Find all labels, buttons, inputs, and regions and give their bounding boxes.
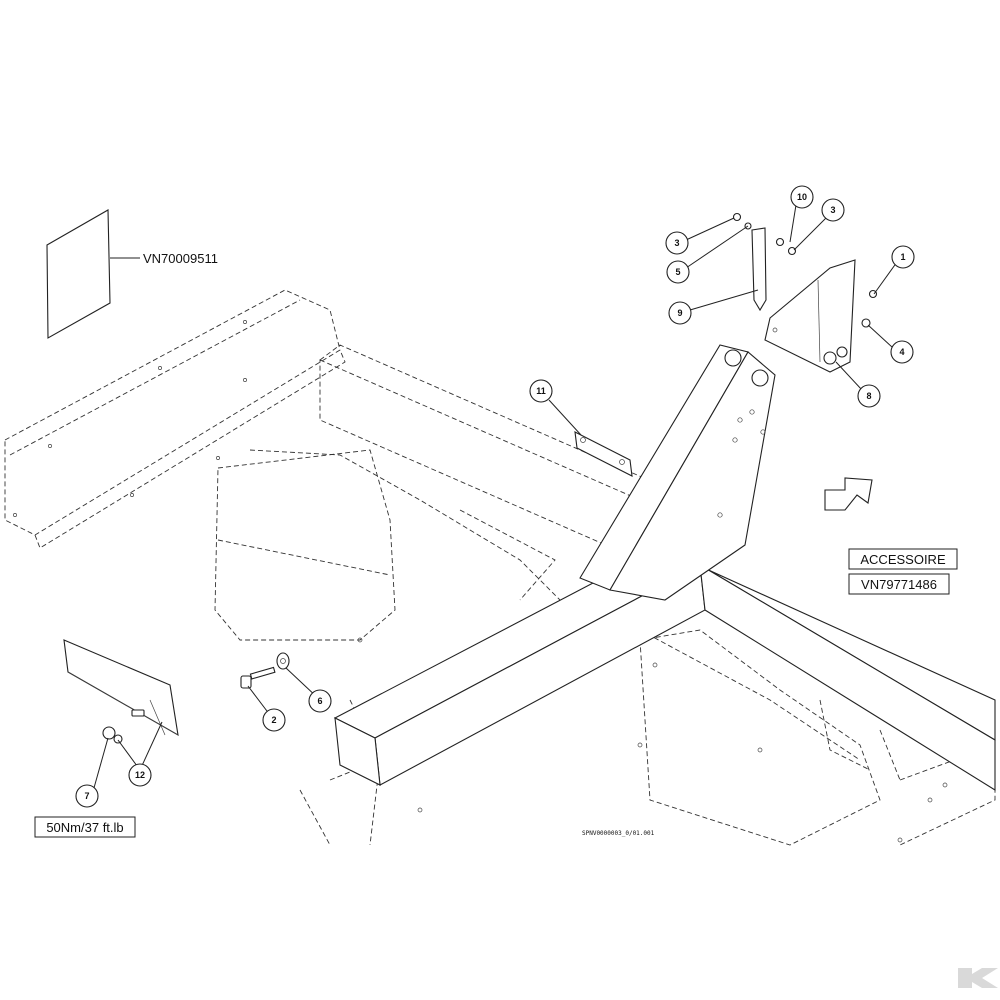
manual-ref-label: VN70009511 <box>143 251 218 266</box>
svg-text:10: 10 <box>797 192 807 202</box>
svg-text:2: 2 <box>271 715 276 725</box>
callout-5: 5 <box>666 260 690 284</box>
callout-7: 7 <box>75 784 99 808</box>
callout-12: 12 <box>128 763 152 787</box>
svg-text:5: 5 <box>675 267 680 277</box>
svg-text:3: 3 <box>830 205 835 215</box>
callout-8: 8 <box>857 384 881 408</box>
svg-text:7: 7 <box>84 791 89 801</box>
svg-text:8: 8 <box>866 391 871 401</box>
wear-strip <box>574 431 633 477</box>
spacer-plate <box>751 227 767 312</box>
accessory-title: ACCESSOIRE <box>860 552 946 567</box>
torque-label: 50Nm/37 ft.lb <box>46 820 123 835</box>
svg-text:6: 6 <box>317 696 322 706</box>
callout-1: 1 <box>891 245 915 269</box>
svg-text:9: 9 <box>677 308 682 318</box>
svg-text:3: 3 <box>674 238 679 248</box>
manual-sheet <box>46 209 111 339</box>
svg-text:11: 11 <box>536 386 546 396</box>
svg-text:4: 4 <box>899 347 904 357</box>
callout-2: 2 <box>262 708 286 732</box>
torque-box: 50Nm/37 ft.lb <box>34 816 136 838</box>
callout-3a: 3 <box>665 231 689 255</box>
callout-3b: 3 <box>821 198 845 222</box>
bracket-plate <box>764 259 856 373</box>
accessory-box: ACCESSOIRE VN79771486 <box>848 548 958 595</box>
svg-text:12: 12 <box>135 770 145 780</box>
leader-lines <box>91 204 898 796</box>
a-frame-mast <box>579 344 776 601</box>
callout-6: 6 <box>308 689 332 713</box>
inset-blade <box>63 639 179 744</box>
drawing-ref: SPNV0000003_0/01.001 <box>582 830 655 837</box>
accessory-ref: VN79771486 <box>861 577 937 592</box>
svg-text:1: 1 <box>900 252 905 262</box>
callout-4: 4 <box>890 340 914 364</box>
brand-logo-icon <box>958 968 998 988</box>
front-beam <box>333 547 996 791</box>
callout-11: 11 <box>529 379 553 403</box>
arrow-icon <box>824 477 873 511</box>
callout-10: 10 <box>790 185 814 209</box>
callout-9: 9 <box>668 301 692 325</box>
